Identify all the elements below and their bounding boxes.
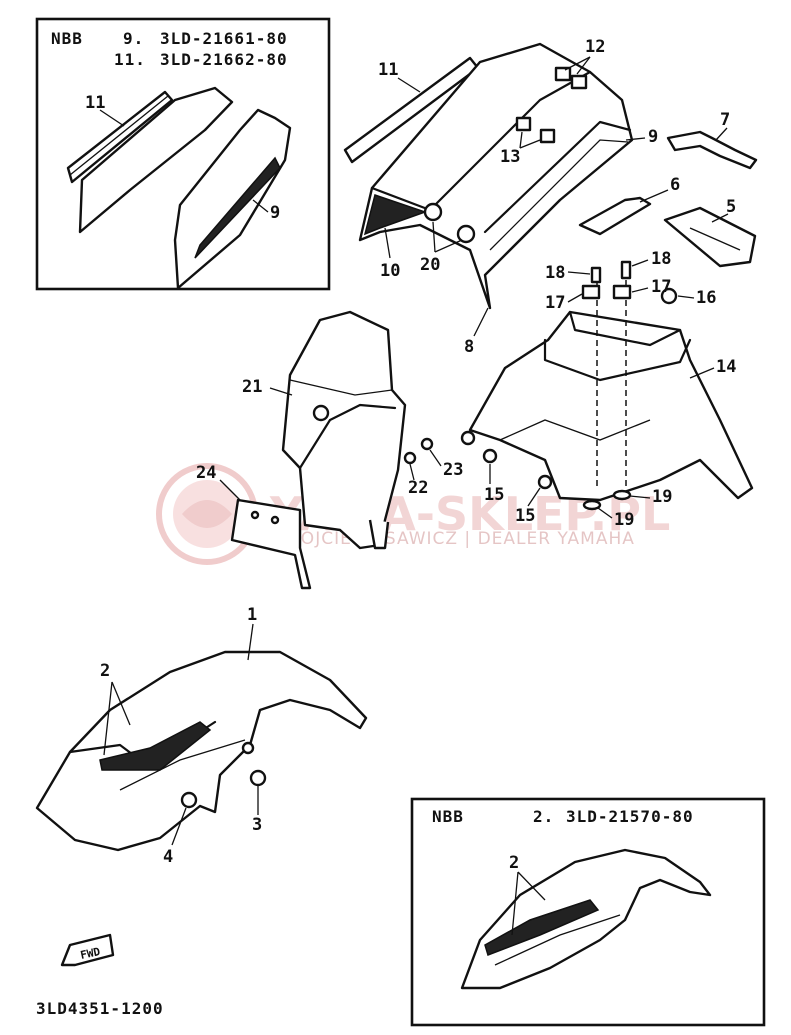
callout-1: 1 [247,605,257,625]
watermark-logo-icon [156,463,258,565]
side-cover-decal-shape [194,156,281,259]
callout-14: 14 [716,357,736,377]
inset-bottom: NBB 2. 3LD-21570-80 2 [410,797,766,1027]
callout-8: 8 [464,337,474,357]
inset-top-line1-ref: 9. [123,29,144,48]
inset-bottom-callout-2: 2 [509,853,519,873]
inset-fender-shape [460,848,712,990]
callout-5: 5 [726,197,736,217]
inset-top-model: NBB [51,29,83,48]
callout-19a: 19 [652,487,672,507]
bushing-12-a [554,66,572,82]
callout-18b: 18 [651,249,671,269]
inner-fender-group: 21 22 23 24 [196,310,463,590]
inset-top-line1-part: 3LD-21661-80 [160,29,288,48]
callout-21: 21 [242,377,262,397]
side-cover-shape [78,86,234,234]
callout-15a: 15 [484,485,504,505]
plate-hole-b [270,515,280,525]
bolt-18-a [590,266,602,284]
callout-22: 22 [408,478,428,498]
fwd-arrow-icon: FWD [60,933,115,967]
bushing-13-b [539,128,556,144]
inset-top: NBB 9. 3LD-21661-80 11. 3LD-21662-80 11 … [35,17,331,291]
callout-6: 6 [670,175,680,195]
callout-17a: 17 [545,293,565,313]
screw-15-b [537,474,553,490]
callout-7: 7 [720,110,730,130]
callout-12: 12 [585,37,605,57]
inset-top-callout-9: 9 [270,203,280,223]
inset-bottom-line1-ref: 2. [533,807,554,826]
screw-23 [420,437,434,451]
callout-3: 3 [252,815,262,835]
callout-11: 11 [378,60,398,80]
rear-fender-shape [468,310,754,502]
fender-mount-hole-front [241,741,255,755]
inset-bottom-line1-part: 3LD-21570-80 [566,807,694,826]
inset-fender-decal [484,899,600,956]
bracket-7-shape [666,130,758,170]
callout-9: 9 [648,127,658,147]
rear-cowl-shape [358,42,634,310]
inset-top-callout-11: 11 [85,93,105,113]
nut-20-a [423,202,443,222]
callout-19b: 19 [614,510,634,530]
inner-fender-tab [368,519,390,550]
callout-23: 23 [443,460,463,480]
screw-16 [660,287,678,305]
small-parts: 7 6 5 [578,110,758,268]
callout-16: 16 [696,288,716,308]
damper-17-b [612,284,632,300]
diagram-code: 3LD4351-1200 [36,999,164,1018]
callout-24: 24 [196,463,216,483]
inset-top-frame [35,17,331,291]
plate-hole-a [250,510,260,520]
callout-13: 13 [500,147,520,167]
callout-10: 10 [380,261,400,281]
bushing-12-b [570,74,588,90]
front-fender-decal [99,721,212,771]
strap-6-shape [578,196,652,236]
fender-mount-hole [460,430,476,446]
rear-fender-group: 18 18 17 17 16 14 15 15 19 19 [460,249,754,530]
inset-bottom-model: NBB [432,807,464,826]
damper-17-a [581,284,601,300]
inset-bottom-frame [410,797,766,1027]
callout-20: 20 [420,255,440,275]
callout-18a: 18 [545,263,565,283]
inset-top-line2-ref: 11. [114,50,146,69]
front-fender-shape [35,650,368,852]
callout-4: 4 [163,847,173,867]
bolt-3 [249,769,267,787]
inner-fender-shape [281,310,407,550]
inset-top-line2-part: 3LD-21662-80 [160,50,288,69]
callout-15b: 15 [515,506,535,526]
screw-22 [403,451,417,465]
bolt-4 [180,791,198,809]
bolt-18-b [620,260,632,280]
washer-19-b [612,489,632,501]
watermark-dealer: WOJCIECH SAWICZ | DEALER YAMAHA [283,529,635,549]
bushing-13-a [515,116,532,132]
nut-20-b [456,224,476,244]
callout-2: 2 [100,661,110,681]
rear-cowl-group: 11 12 13 9 10 20 8 [343,37,658,357]
screw-15-a [482,448,498,464]
washer-19-a [582,499,602,511]
front-fender-group: 1 2 3 4 [35,605,368,867]
plate-24-shape [230,498,312,590]
fwd-label: FWD [79,945,102,962]
callout-17b: 17 [651,277,671,297]
inner-fender-hole [312,404,330,422]
